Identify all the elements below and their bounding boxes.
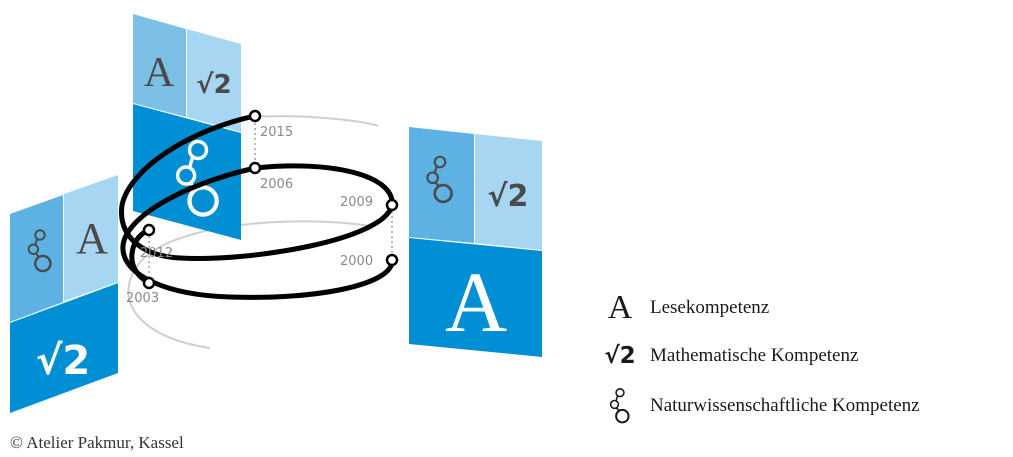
legend-label-science: Naturwissenschaftliche Kompetenz [650, 395, 920, 416]
molecule-icon-legend [609, 388, 630, 424]
legend-item-science: Naturwissenschaftliche Kompetenz [590, 388, 920, 424]
sqrt2-icon: √2 [604, 343, 636, 369]
timeline-segment-mid [252, 163, 395, 208]
reading-symbol-top: A [144, 50, 175, 96]
year-point-2006 [248, 161, 262, 175]
year-point-2009 [385, 198, 399, 212]
legend-label-math: Mathematische Kompetenz [650, 345, 859, 366]
year-point-2015 [248, 109, 262, 123]
year-label-2012: 2012 [140, 246, 173, 261]
dotted-connectors [148, 118, 393, 282]
reading-symbol-right: A [445, 254, 507, 350]
legend-label-reading: Lesekompetenz [650, 297, 770, 318]
timeline-segment-upper [119, 113, 395, 261]
card-left-math-tile [10, 283, 118, 413]
legend-item-math: √2 Mathematische Kompetenz [590, 338, 858, 374]
image-credit: © Atelier Pakmur, Kassel [10, 433, 184, 452]
year-label-2006: 2006 [260, 177, 293, 192]
math-symbol-top: √2 [196, 70, 231, 100]
year-labels: 2015 2006 2009 2000 2012 2003 [126, 125, 373, 306]
year-point-2000 [385, 253, 399, 267]
year-point-2003 [142, 276, 156, 290]
year-label-2015: 2015 [260, 125, 293, 140]
year-label-2009: 2009 [340, 195, 373, 210]
math-symbol-left: √2 [36, 338, 91, 384]
card-right: √2 A [409, 127, 542, 357]
math-symbol-right: √2 [488, 179, 529, 214]
faint-ring-lower [127, 220, 371, 349]
molecule-legend-icon [590, 388, 650, 424]
year-points [142, 109, 399, 290]
card-top-math-tile [187, 29, 241, 132]
card-top-reading-tile [133, 14, 186, 117]
card-left-reading-tile [64, 175, 118, 301]
reading-symbol-left: A [76, 214, 108, 263]
card-right-reading-tile [409, 238, 542, 357]
year-label-2000: 2000 [340, 254, 373, 269]
card-top: A √2 [133, 14, 241, 240]
legend-item-reading: A Lesekompetenz [590, 289, 770, 326]
year-point-2012 [142, 223, 156, 237]
letter-a-icon: A [607, 289, 633, 326]
year-label-2003: 2003 [126, 291, 159, 306]
card-left: A √2 [10, 175, 118, 413]
card-right-math-tile [475, 134, 542, 250]
